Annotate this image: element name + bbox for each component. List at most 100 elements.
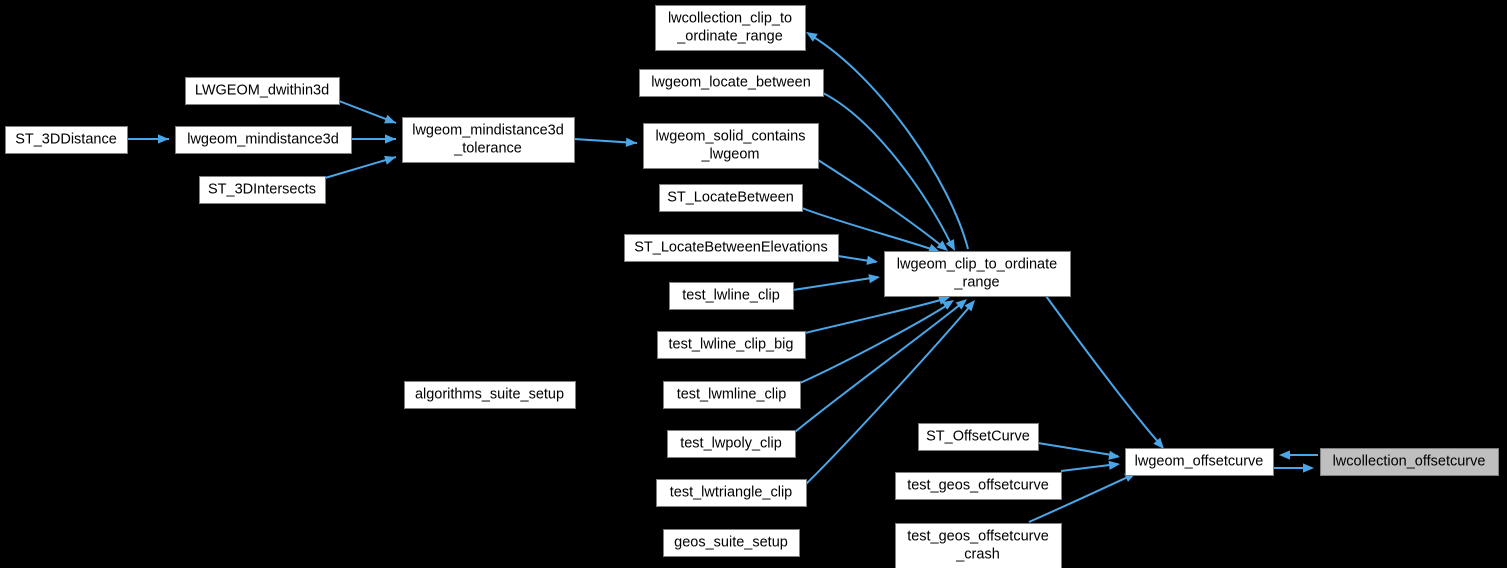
node-test_geos_offsetcurve_crash[interactable]: test_geos_offsetcurve_crash: [895, 523, 1062, 568]
arrow-head-icon: [868, 274, 880, 284]
node-lwgeom_mindistance3d_tolerance[interactable]: lwgeom_mindistance3d_tolerance: [402, 117, 575, 163]
node-test_lwmline_clip[interactable]: test_lwmline_clip: [663, 381, 801, 409]
arrow-head-icon: [1303, 463, 1314, 473]
arrow-head-icon: [1279, 450, 1290, 460]
edge-st_3dintersects-to-lwgeom_mindistance3d_tolerance: [324, 155, 397, 179]
node-box[interactable]: [1320, 448, 1499, 476]
node-lwgeom_locate_between[interactable]: lwgeom_locate_between: [639, 69, 824, 97]
arrow-head-icon: [625, 137, 637, 147]
arrow-head-icon: [1108, 450, 1120, 460]
edge-line: [804, 298, 945, 334]
edge-line: [1045, 295, 1161, 445]
node-box[interactable]: [5, 126, 128, 154]
arrow-head-icon: [1108, 460, 1120, 470]
node-box[interactable]: [199, 176, 326, 204]
node-label-line: test_lwmline_clip: [677, 386, 787, 402]
arrow-head-icon: [936, 240, 948, 251]
arrow-head-icon: [384, 155, 396, 165]
edge-line: [805, 304, 972, 485]
node-test_lwpoly_clip[interactable]: test_lwpoly_clip: [667, 430, 796, 458]
node-box[interactable]: [185, 77, 340, 105]
node-label: lwgeom_clip_to_ordinate_range: [897, 256, 1057, 290]
node-label-line: lwgeom_offsetcurve: [1135, 453, 1264, 469]
arrow-head-icon: [806, 32, 818, 42]
node-st_3dintersects[interactable]: ST_3DIntersects: [199, 176, 326, 204]
arrow-head-icon: [964, 300, 975, 312]
arrow-head-icon: [384, 114, 396, 124]
node-box[interactable]: [175, 126, 352, 154]
node-geos_suite_setup[interactable]: geos_suite_setup: [663, 529, 800, 557]
node-box[interactable]: [659, 184, 803, 212]
node-box[interactable]: [624, 234, 839, 262]
node-algorithms_suite_setup[interactable]: algorithms_suite_setup: [404, 381, 576, 409]
node-test_geos_offsetcurve[interactable]: test_geos_offsetcurve: [895, 472, 1062, 500]
edge-test_lwtriangle_clip-to-lwgeom_clip_to_ordinate_range: [805, 300, 975, 485]
node-layer: ST_3DDistance LWGEOM_dwithin3d lwgeom_mind…: [5, 5, 1499, 568]
node-label-line: lwcollection_clip_to: [668, 10, 792, 26]
node-box[interactable]: [884, 251, 1071, 297]
node-label-line: lwgeom_clip_to_ordinate: [897, 256, 1057, 272]
node-lwgeom_offsetcurve[interactable]: lwgeom_offsetcurve: [1125, 448, 1274, 476]
node-box[interactable]: [655, 5, 806, 51]
node-test_lwtriangle_clip[interactable]: test_lwtriangle_clip: [656, 479, 807, 507]
node-lwcollection_offsetcurve[interactable]: lwcollection_offsetcurve: [1320, 448, 1499, 476]
node-label: ST_OffsetCurve: [926, 428, 1030, 444]
arrow-head-icon: [928, 243, 940, 253]
node-st_locatebetweenelevations[interactable]: ST_LocateBetweenElevations: [624, 234, 839, 262]
node-st_3ddistance[interactable]: ST_3DDistance: [5, 126, 128, 154]
node-label: test_lwtriangle_clip: [670, 484, 793, 500]
node-label: ST_3DIntersects: [208, 181, 316, 197]
node-box[interactable]: [656, 479, 807, 507]
node-box[interactable]: [404, 381, 576, 409]
node-label-line: _lwgeom: [700, 146, 759, 162]
node-box[interactable]: [402, 117, 575, 163]
node-lwgeom_clip_to_ordinate_range[interactable]: lwgeom_clip_to_ordinate_range: [884, 251, 1071, 297]
node-label-line: _tolerance: [453, 140, 522, 156]
node-lwgeom_dwithin3d[interactable]: LWGEOM_dwithin3d: [185, 77, 340, 105]
edge-st_3ddistance-to-lwgeom_mindistance3d: [127, 134, 169, 144]
node-label-line: algorithms_suite_setup: [415, 386, 564, 402]
node-label-line: lwgeom_solid_contains: [656, 128, 806, 144]
arrow-head-icon: [945, 239, 955, 251]
node-box[interactable]: [643, 123, 819, 169]
edge-line: [792, 276, 879, 291]
node-label: test_geos_offsetcurve_crash: [907, 528, 1049, 562]
arrow-head-icon: [1153, 437, 1164, 449]
node-label: test_lwline_clip_big: [669, 336, 794, 352]
arrow-head-icon: [955, 299, 967, 310]
edge-lwgeom_clip_to_ordinate_range-to-lwgeom_offsetcurve: [1045, 295, 1164, 449]
node-box[interactable]: [663, 381, 801, 409]
node-label: lwgeom_mindistance3d_tolerance: [412, 122, 564, 156]
node-label-line: test_geos_offsetcurve: [907, 477, 1049, 493]
node-label: ST_LocateBetweenElevations: [634, 239, 827, 255]
node-st_locatebetween[interactable]: ST_LocateBetween: [659, 184, 803, 212]
edge-line: [1037, 442, 1119, 457]
node-box[interactable]: [669, 282, 794, 310]
node-box[interactable]: [657, 331, 806, 359]
node-box[interactable]: [667, 430, 796, 458]
node-label-line: ST_LocateBetweenElevations: [634, 239, 827, 255]
node-lwgeom_mindistance3d[interactable]: lwgeom_mindistance3d: [175, 126, 352, 154]
node-label: ST_3DDistance: [15, 131, 117, 147]
node-lwcollection_clip_to_ordinate_range[interactable]: lwcollection_clip_to_ordinate_range: [655, 5, 806, 51]
node-st_offsetcurve[interactable]: ST_OffsetCurve: [918, 423, 1039, 451]
edge-line: [822, 92, 953, 247]
node-box[interactable]: [918, 423, 1039, 451]
node-label-line: lwgeom_locate_between: [651, 74, 811, 90]
node-lwgeom_solid_contains_lwgeom[interactable]: lwgeom_solid_contains _lwgeom: [643, 123, 819, 169]
node-box[interactable]: [1125, 448, 1274, 476]
node-box[interactable]: [639, 69, 824, 97]
arrow-head-icon: [385, 134, 396, 144]
node-test_lwline_clip[interactable]: test_lwline_clip: [669, 282, 794, 310]
node-label: test_lwmline_clip: [677, 386, 787, 402]
node-label: lwgeom_mindistance3d: [187, 131, 339, 147]
node-label-line: ST_3DDistance: [15, 131, 117, 147]
edge-test_lwmline_clip-to-lwgeom_clip_to_ordinate_range: [799, 300, 954, 384]
node-label-line: test_lwtriangle_clip: [670, 484, 793, 500]
node-box[interactable]: [895, 472, 1062, 500]
node-test_lwline_clip_big[interactable]: test_lwline_clip_big: [657, 331, 806, 359]
node-box[interactable]: [895, 523, 1062, 568]
node-box[interactable]: [663, 529, 800, 557]
